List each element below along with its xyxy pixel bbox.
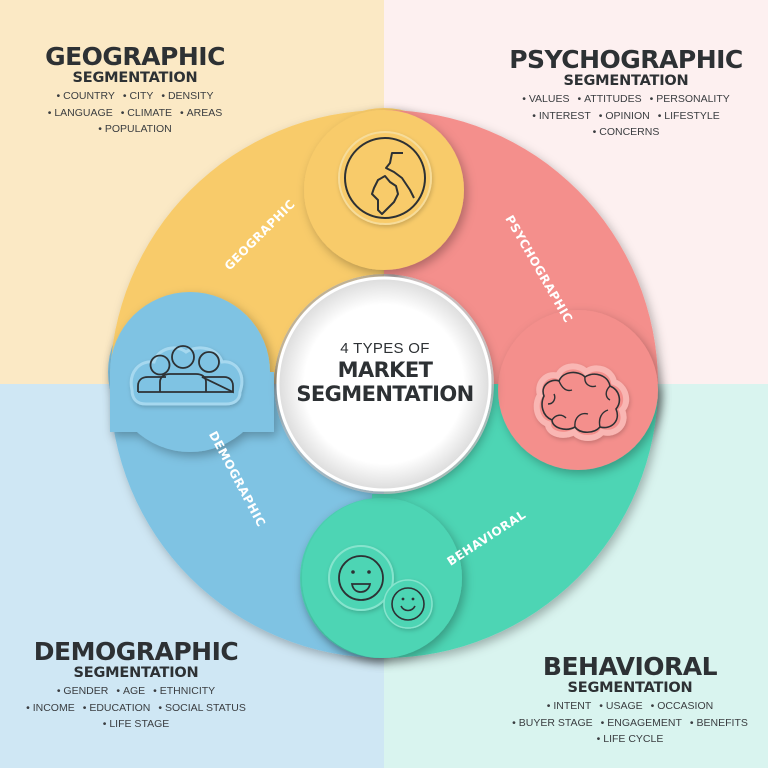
psychographic-description: PSYCHOGRAPHIC SEGMENTATION VALUES ATTITUD…	[498, 47, 754, 141]
list-item: AREAS	[180, 107, 222, 119]
center-pre-title: 4 TYPES OF	[340, 340, 430, 357]
list-item: DENSITY	[161, 90, 213, 102]
center-title-line-1: MARKET	[337, 358, 433, 382]
list-item: VALUES	[522, 93, 569, 105]
demographic-subtitle: SEGMENTATION	[73, 665, 199, 681]
list-item: LIFE STAGE	[103, 718, 170, 730]
list-item: GENDER	[57, 685, 109, 697]
demographic-description: DEMOGRAPHIC SEGMENTATION GENDER AGE ETHNIC…	[18, 639, 254, 733]
list-item: POPULATION	[98, 123, 172, 135]
list-item: BENEFITS	[690, 717, 748, 729]
list-item: CONCERNS	[593, 126, 660, 138]
psychographic-subtitle: SEGMENTATION	[563, 73, 689, 89]
behavioral-description: BEHAVIORAL SEGMENTATION INTENT USAGE OCCAS…	[500, 654, 760, 748]
list-item: CITY	[123, 90, 154, 102]
list-item: LANGUAGE	[48, 107, 113, 119]
list-item: COUNTRY	[57, 90, 115, 102]
list-item: CLIMATE	[121, 107, 172, 119]
list-item: AGE	[116, 685, 145, 697]
list-item: SOCIAL STATUS	[158, 702, 246, 714]
list-item: INCOME	[26, 702, 75, 714]
list-item: OPINION	[599, 110, 650, 122]
behavioral-title: BEHAVIORAL	[542, 652, 718, 681]
geographic-subtitle: SEGMENTATION	[72, 70, 198, 86]
smiley-faces-icon	[328, 545, 433, 629]
list-item: OCCASION	[651, 700, 714, 712]
list-item: ATTITUDES	[577, 93, 641, 105]
geographic-title: GEOGRAPHIC	[45, 42, 225, 71]
geographic-description: GEOGRAPHIC SEGMENTATION COUNTRY CITY DENSI…	[20, 44, 250, 138]
list-item: BUYER STAGE	[512, 717, 593, 729]
globe-icon	[338, 131, 432, 225]
demographic-title: DEMOGRAPHIC	[33, 637, 239, 666]
list-item: EDUCATION	[83, 702, 151, 714]
center-circle	[276, 276, 492, 492]
geographic-items: COUNTRYCITYDENSITY LANGUAGECLIMATEAREAS …	[20, 88, 250, 138]
behavioral-subtitle: SEGMENTATION	[567, 680, 693, 696]
list-item: ENGAGEMENT	[601, 717, 682, 729]
list-item: USAGE	[599, 700, 642, 712]
demographic-items: GENDER AGE ETHNICITY INCOME EDUCATION SOCIAL…	[18, 683, 254, 733]
brain-icon	[533, 363, 630, 441]
list-item: LIFE CYCLE	[597, 733, 664, 745]
center-title-line-2: SEGMENTATION	[296, 382, 474, 406]
psychographic-items: VALUES ATTITUDES PERSONALITY INTEREST OPINI…	[498, 91, 754, 141]
people-group-icon	[129, 345, 244, 406]
behavioral-items: INTENT USAGE OCCASION BUYER STAGE ENGAGEMEN…	[500, 698, 760, 748]
list-item: LIFESTYLE	[658, 110, 720, 122]
list-item: PERSONALITY	[650, 93, 730, 105]
center-title: 4 TYPES OF MARKET SEGMENTATION	[280, 340, 490, 406]
list-item: INTEREST	[532, 110, 591, 122]
list-item: INTENT	[547, 700, 592, 712]
psychographic-title: PSYCHOGRAPHIC	[509, 45, 743, 74]
list-item: ETHNICITY	[153, 685, 215, 697]
